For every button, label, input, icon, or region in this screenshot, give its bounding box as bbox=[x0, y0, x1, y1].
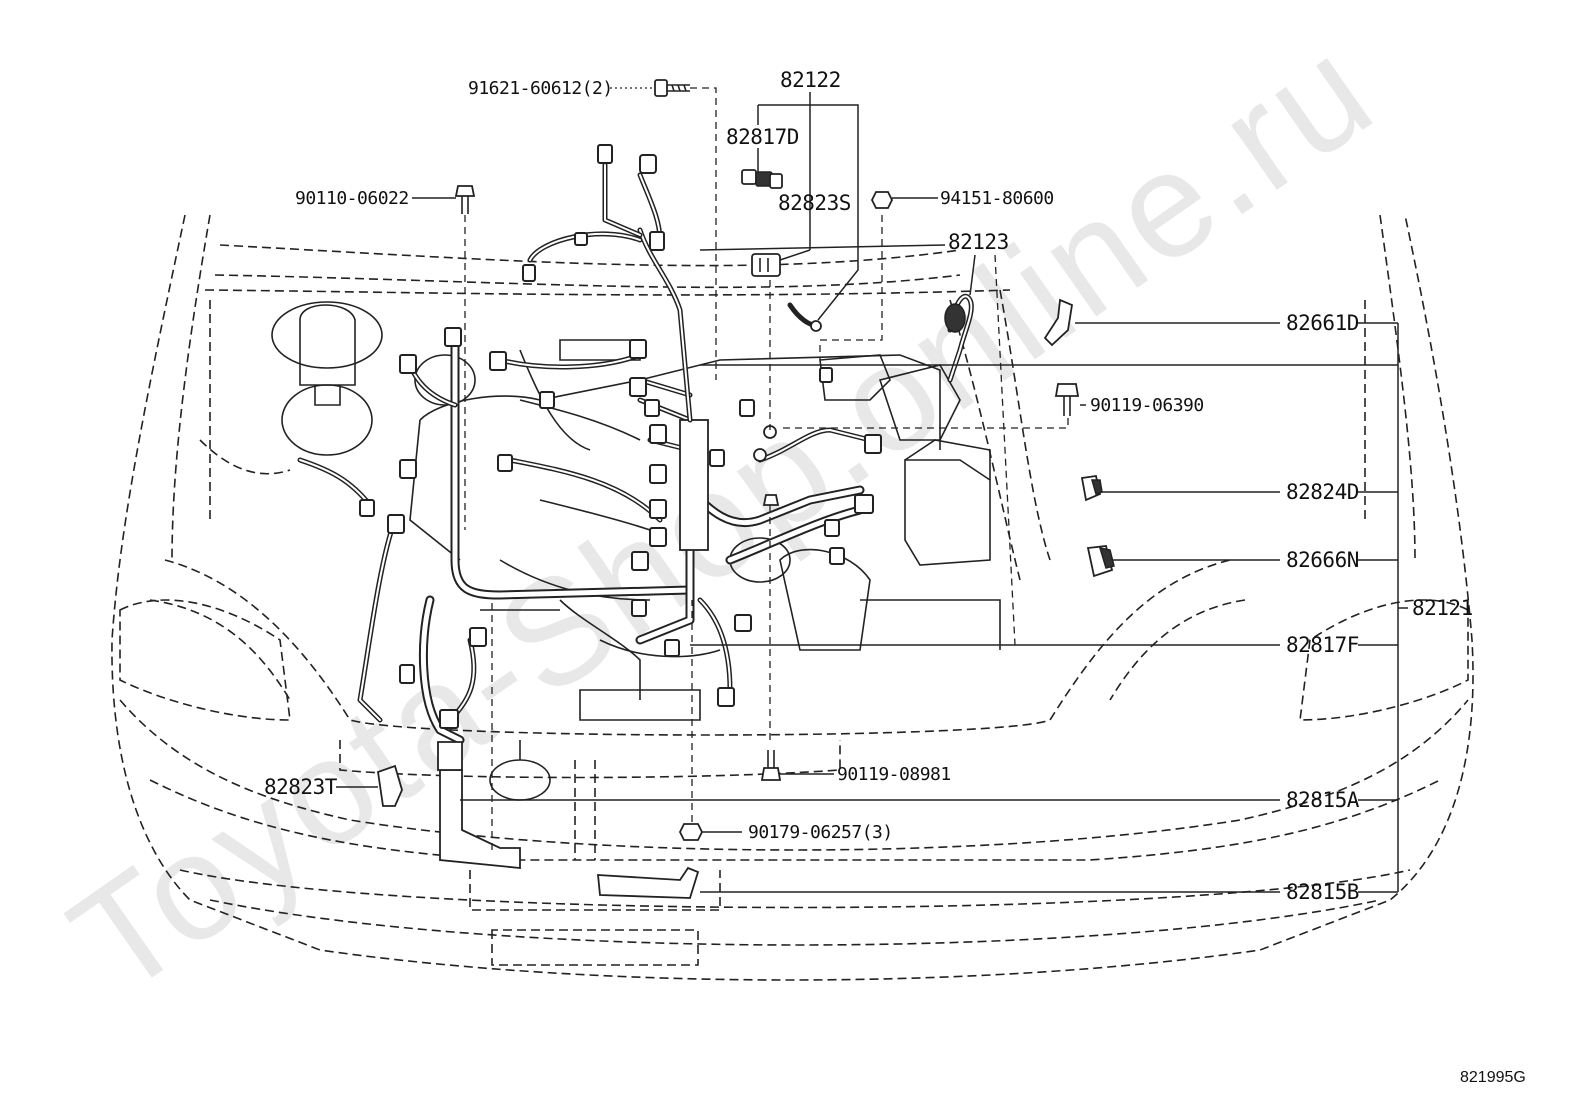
fasteners bbox=[454, 79, 1080, 841]
label-82666n: 82666N bbox=[1286, 548, 1359, 572]
label-90110-06022: 90110-06022 bbox=[295, 188, 409, 209]
label-91621-60612: 91621-60612(2) bbox=[468, 78, 613, 99]
label-94151-80600: 94151-80600 bbox=[940, 188, 1054, 209]
label-90179-06257: 90179-06257(3) bbox=[748, 822, 893, 843]
label-90119-06390: 90119-06390 bbox=[1090, 395, 1204, 416]
connector-82817d-icon bbox=[741, 169, 783, 189]
nut-90179-icon bbox=[678, 823, 704, 841]
part-labels: 91621-60612(2) 82122 82817D 82823S 90110… bbox=[264, 68, 1526, 1086]
label-82122: 82122 bbox=[780, 68, 841, 92]
label-90119-08981: 90119-08981 bbox=[837, 764, 951, 785]
connector-82823s-icon bbox=[751, 253, 781, 277]
bolt-90119-06390-icon bbox=[1054, 383, 1080, 416]
connector-82666n-icon bbox=[1086, 545, 1115, 578]
connector-82824d-icon bbox=[1080, 474, 1103, 502]
nut-94151-icon bbox=[870, 191, 894, 209]
label-82123: 82123 bbox=[948, 230, 1009, 254]
bracket-82815b-icon bbox=[596, 866, 700, 899]
leader-lines bbox=[336, 87, 1408, 893]
label-82817d: 82817D bbox=[726, 125, 799, 149]
connector-82823t-icon bbox=[377, 764, 403, 807]
label-82823t: 82823T bbox=[264, 775, 338, 799]
label-82824d: 82824D bbox=[1286, 480, 1359, 504]
bolt-90110-icon bbox=[454, 185, 476, 214]
harness-connectors bbox=[359, 144, 882, 729]
bolt-91621-icon bbox=[654, 79, 690, 97]
label-82815b: 82815B bbox=[1286, 880, 1359, 904]
label-82661d: 82661D bbox=[1286, 311, 1359, 335]
bracket-82815a-icon bbox=[437, 741, 521, 869]
main-harness-82121 bbox=[297, 162, 873, 745]
engine-components bbox=[271, 301, 1001, 801]
harness-82123-icon bbox=[944, 293, 974, 383]
sensor-82661d-icon bbox=[1043, 298, 1074, 347]
label-82121: 82121 bbox=[1412, 596, 1473, 620]
bolt-90119-08981-icon bbox=[760, 750, 782, 781]
label-82815a: 82815A bbox=[1286, 788, 1360, 812]
figure-number: 821995G bbox=[1460, 1069, 1526, 1086]
vehicle-body-outline bbox=[111, 214, 1474, 981]
label-82817f: 82817F bbox=[1286, 633, 1359, 657]
label-82823s: 82823S bbox=[778, 191, 851, 215]
